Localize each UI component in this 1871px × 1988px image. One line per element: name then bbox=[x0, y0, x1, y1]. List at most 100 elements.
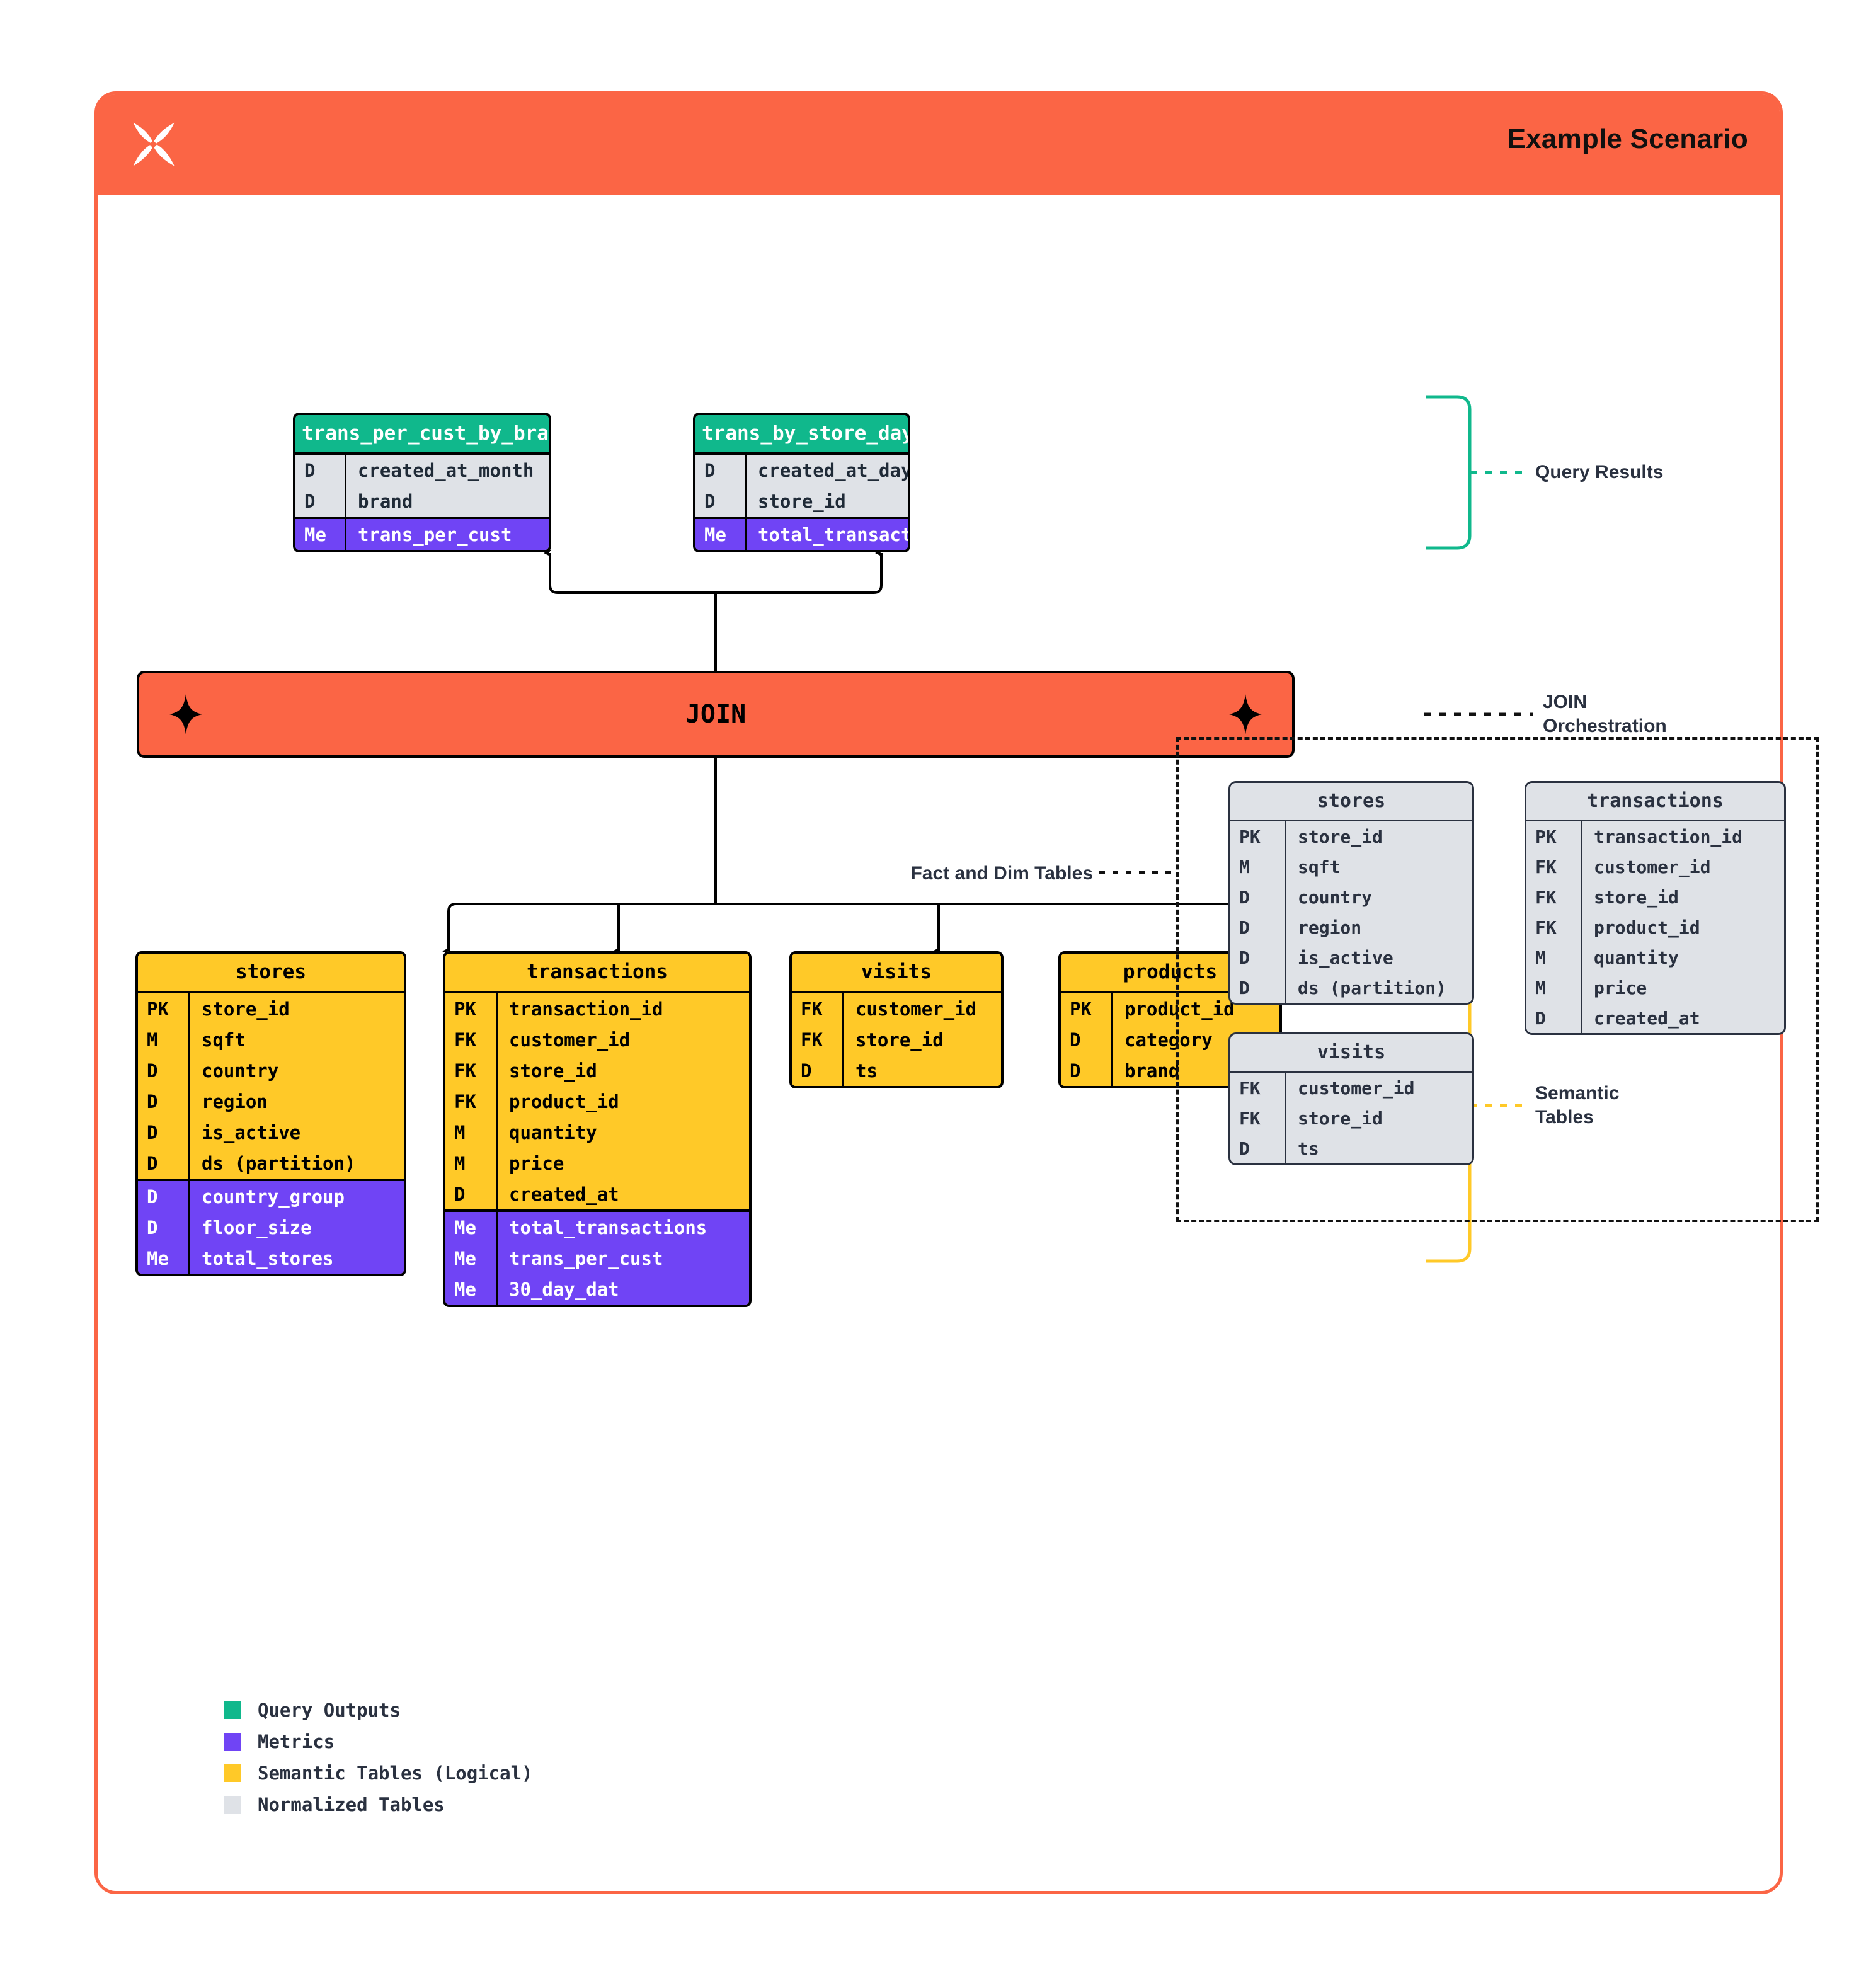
col-field: product_id bbox=[509, 1090, 619, 1112]
col-field: customer_id bbox=[1298, 1077, 1415, 1099]
column-divider bbox=[188, 993, 190, 1024]
column-divider bbox=[842, 1024, 844, 1055]
col-field: price bbox=[509, 1152, 564, 1174]
col-field: quantity bbox=[1594, 947, 1679, 968]
table-row: D store_id bbox=[695, 486, 908, 517]
column-divider bbox=[496, 1274, 498, 1305]
col-field: ds (partition) bbox=[1298, 977, 1447, 998]
col-field: store_id bbox=[1298, 826, 1383, 847]
col-field: region bbox=[202, 1090, 268, 1112]
col-field: country bbox=[202, 1060, 279, 1082]
butterfly-star-logo-icon bbox=[133, 122, 175, 166]
col-field: total_stores bbox=[202, 1247, 334, 1269]
column-divider bbox=[188, 1212, 190, 1243]
col-kind: FK bbox=[454, 1029, 476, 1051]
col-kind: FK bbox=[1239, 1077, 1261, 1099]
col-kind: Me bbox=[304, 523, 326, 546]
col-field: customer_id bbox=[855, 998, 977, 1020]
join-orchestration-bar[interactable]: JOIN bbox=[137, 671, 1295, 758]
column-divider bbox=[842, 993, 844, 1024]
join-label: JOIN bbox=[685, 700, 747, 729]
col-field: ts bbox=[855, 1060, 878, 1082]
col-kind: D bbox=[1535, 1007, 1546, 1029]
col-field: created_at_day bbox=[758, 459, 910, 481]
legend-item: Semantic Tables (Logical) bbox=[224, 1757, 533, 1789]
col-kind: D bbox=[147, 1090, 158, 1112]
col-field: product_id bbox=[1594, 917, 1700, 938]
normalized-table-title: visits bbox=[1230, 1034, 1472, 1073]
col-kind: Me bbox=[704, 523, 726, 546]
col-field: customer_id bbox=[1594, 856, 1711, 877]
legend-swatch-query-outputs bbox=[224, 1701, 241, 1719]
legend-swatch-metrics bbox=[224, 1733, 241, 1751]
table-row: FK customer_id bbox=[1230, 1073, 1472, 1103]
table-row: D brand bbox=[295, 486, 549, 517]
column-divider bbox=[345, 455, 346, 486]
table-row: D created_at_month bbox=[295, 455, 549, 486]
sparkle-diamond-icon bbox=[169, 694, 202, 734]
column-divider bbox=[496, 1024, 498, 1055]
legend-label: Metrics bbox=[258, 1731, 335, 1752]
column-divider bbox=[1581, 821, 1582, 852]
col-kind: D bbox=[704, 459, 716, 481]
col-field: store_id bbox=[855, 1029, 944, 1051]
col-kind: D bbox=[147, 1216, 158, 1238]
col-field: ds (partition) bbox=[202, 1152, 356, 1174]
col-field: country_group bbox=[202, 1185, 345, 1208]
col-kind: D bbox=[304, 490, 316, 512]
column-divider bbox=[345, 519, 346, 550]
col-field: store_id bbox=[758, 490, 846, 512]
legend-item: Metrics bbox=[224, 1726, 533, 1757]
column-divider bbox=[1285, 882, 1286, 912]
query-result-box-0[interactable]: trans_per_cust_by_brand_month D created_… bbox=[293, 413, 551, 552]
column-divider bbox=[188, 1243, 190, 1274]
column-divider bbox=[1285, 821, 1286, 852]
semantic-table-title: stores bbox=[138, 954, 404, 993]
app-titlebar: Example Scenario bbox=[98, 94, 1780, 195]
col-kind: D bbox=[1070, 1060, 1081, 1082]
column-divider bbox=[1285, 942, 1286, 973]
col-field: transaction_id bbox=[509, 998, 663, 1020]
column-divider bbox=[188, 1117, 190, 1148]
col-field: is_active bbox=[1298, 947, 1393, 968]
col-kind: FK bbox=[1239, 1107, 1261, 1129]
annotation-semantic-tables: Semantic Tables bbox=[1535, 1083, 1620, 1128]
col-kind: PK bbox=[1070, 998, 1092, 1020]
column-divider bbox=[1285, 1103, 1286, 1133]
col-field: total_transactions bbox=[758, 523, 908, 546]
diagram-canvas: trans_per_cust_by_brand_month D created_… bbox=[98, 195, 1819, 1892]
col-kind: PK bbox=[1239, 826, 1261, 847]
query-result-title: trans_per_cust_by_brand_month bbox=[295, 415, 549, 455]
query-result-title: trans_by_store_day bbox=[695, 415, 908, 455]
column-divider bbox=[1111, 1055, 1113, 1086]
table-row: Me trans_per_cust bbox=[295, 519, 549, 550]
column-divider bbox=[496, 1212, 498, 1243]
col-kind: PK bbox=[147, 998, 169, 1020]
legend: Query Outputs Metrics Semantic Tables (L… bbox=[224, 1694, 533, 1820]
query-result-box-1[interactable]: trans_by_store_day D created_at_day D st… bbox=[693, 413, 910, 552]
column-divider bbox=[188, 1148, 190, 1179]
